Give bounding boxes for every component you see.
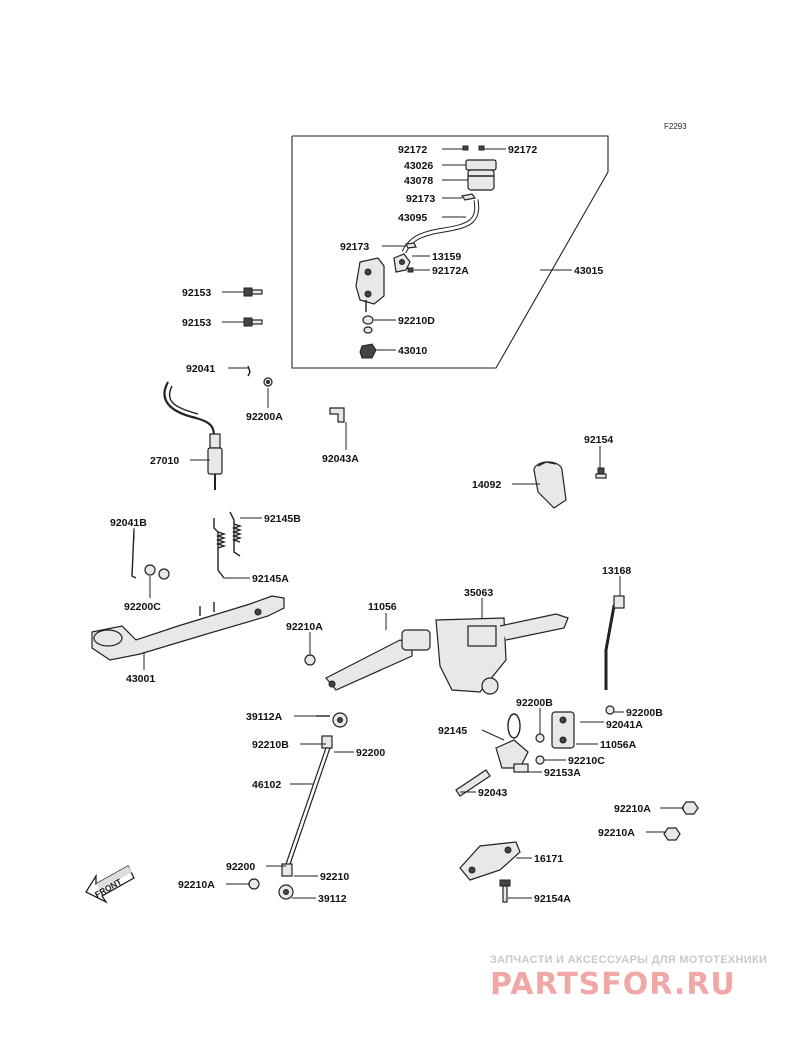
label-16171: 16171 [534,853,563,865]
label-92154A: 92154A [534,893,571,905]
brake-switch-27010 [163,381,223,490]
label-92145A: 92145A [252,573,289,585]
bracket-92043A [329,407,345,423]
label-92210A-right-upper: 92210A [614,803,651,815]
joint-39112 [248,878,294,900]
pin-92041B [131,529,137,579]
clevis-92145 [495,713,529,769]
bracket-35063 [435,613,569,695]
nut-92210A-right-upper [681,801,699,815]
label-43010: 43010 [398,345,427,357]
label-92210: 92210 [320,871,349,883]
label-35063: 35063 [464,587,493,599]
nut-92210A-left [304,654,316,666]
label-92172-left: 92172 [398,144,427,156]
spring-92145A [213,518,227,579]
label-43078: 43078 [404,175,433,187]
label-11056A: 11056A [600,739,637,751]
label-92210C: 92210C [568,755,605,767]
label-92210D: 92210D [398,315,435,327]
clamp-92173 [460,193,477,201]
label-92200A: 92200A [246,411,283,423]
bolt-92153A [513,763,529,773]
label-92210A-left: 92210A [286,621,323,633]
label-92043: 92043 [478,787,507,799]
plate-16171 [459,841,521,881]
label-92145: 92145 [438,725,467,737]
label-92153A: 92153A [544,767,581,779]
label-92172A: 92172A [432,265,469,277]
bolt-92154A [499,879,511,903]
label-92200B-left: 92200B [516,697,553,709]
label-43095: 43095 [398,212,427,224]
label-27010: 27010 [150,455,179,467]
seal-92210D [362,315,374,325]
label-43015: 43015 [574,265,603,277]
label-92200-upper: 92200 [356,747,385,759]
lever-11056A [551,711,575,749]
label-39112A: 39112A [246,711,283,723]
pin-92043 [455,769,491,797]
label-92173-lower: 92173 [340,241,369,253]
bolt-92154 [595,467,607,479]
washer-92200B-right [605,705,615,715]
nut-92210C [535,755,545,765]
label-92173-upper: 92173 [406,193,435,205]
label-13159: 13159 [432,251,461,263]
label-92210B: 92210B [252,739,289,751]
cover-14092 [533,461,567,509]
label-92153-lower: 92153 [182,317,211,329]
pin-92041 [247,365,251,377]
spring-92145B [229,511,243,557]
label-92200-lower: 92200 [226,861,255,873]
joint-39112A [316,712,348,728]
front-direction-arrow: FRONT [85,865,135,904]
label-92172-right: 92172 [508,144,537,156]
label-14092: 14092 [472,479,501,491]
leader-lines [133,148,684,899]
label-92154: 92154 [584,434,613,446]
screw-92172 [462,145,485,151]
rod-13168 [604,595,625,690]
nut-92210A-right-lower [663,827,681,841]
label-92153-upper: 92153 [182,287,211,299]
washer-92200B-left [535,733,545,743]
diagram-code: F2293 [664,122,687,131]
bolt-92153-upper [243,287,263,297]
cap-43010 [359,343,377,359]
arm-11056 [325,629,431,691]
brake-pedal-43001 [91,595,285,661]
label-92041: 92041 [186,363,215,375]
label-43026: 43026 [404,160,433,172]
washer-92200C [144,564,156,576]
label-92043A: 92043A [322,453,359,465]
label-13168: 13168 [602,565,631,577]
label-92041B: 92041B [110,517,147,529]
label-11056: 11056 [368,601,397,613]
label-92210A-lower: 92210A [178,879,215,891]
watermark-logo: PARTSFOR.RU [490,967,736,1002]
label-92200B-right: 92200B [626,707,663,719]
bolt-92153-lower [243,317,263,327]
label-92210A-right-lower: 92210A [598,827,635,839]
label-92145B: 92145B [264,513,301,525]
label-92041A: 92041A [606,719,643,731]
label-46102: 46102 [252,779,281,791]
reservoir-43078 [465,159,497,191]
watermark-tagline: ЗАПЧАСТИ И АКСЕССУАРЫ ДЛЯ МОТОТЕХНИКИ [490,954,767,966]
rod-46102 [281,735,333,877]
label-39112: 39112 [318,893,347,905]
label-92200C: 92200C [124,601,161,613]
master-cylinder-body [355,257,385,312]
label-43001: 43001 [126,673,155,685]
